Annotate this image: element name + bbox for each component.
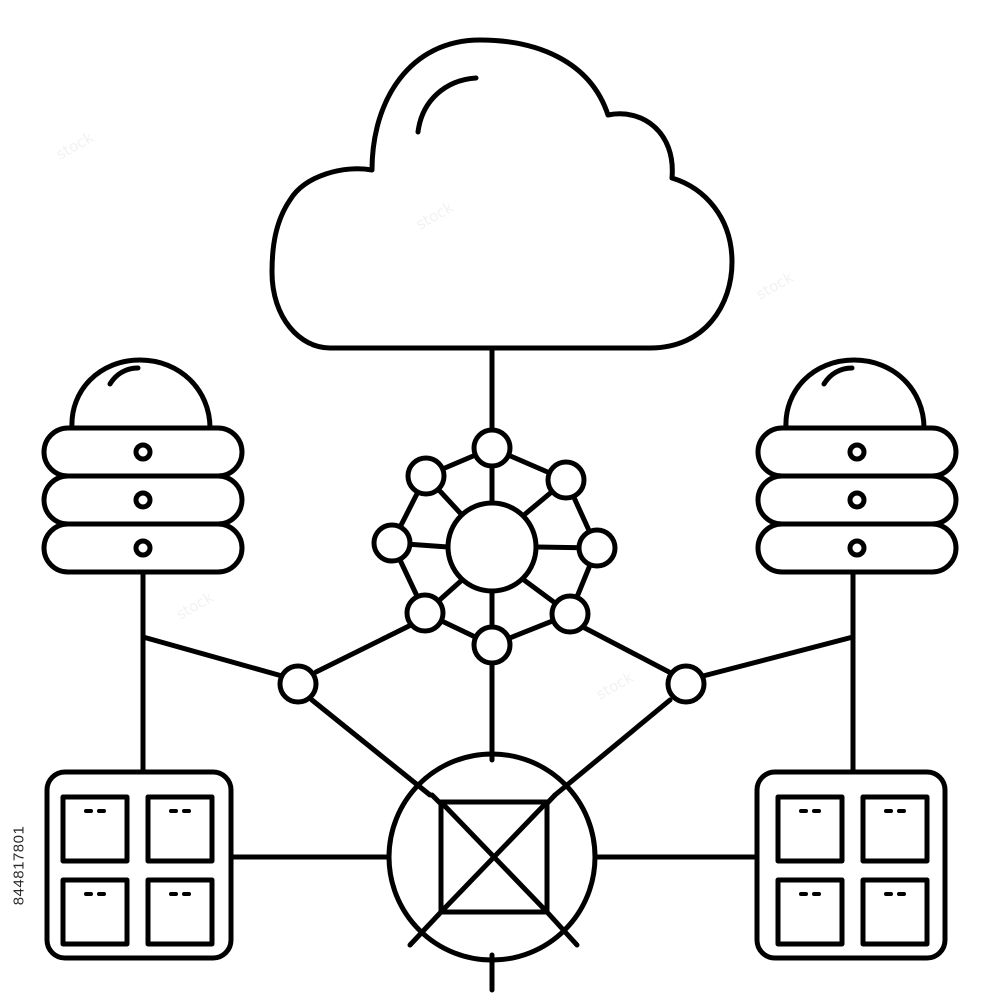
hub-node (549, 593, 591, 635)
image-id-label: 844817801 (4, 760, 34, 970)
hub-node (405, 455, 447, 497)
server-led (847, 442, 867, 462)
watermark-text: stock (53, 128, 97, 164)
cloud-highlight (415, 75, 479, 135)
image-id-text: 844817801 (10, 825, 28, 905)
rack-slot-marks (84, 809, 191, 896)
rack-slot-marks (799, 809, 906, 896)
watermark-text: stock (173, 588, 217, 624)
server-led (133, 490, 153, 510)
server-led (133, 538, 153, 558)
watermark-text: stock (413, 198, 457, 234)
server-led (847, 490, 867, 510)
cloud-icon (269, 37, 735, 351)
switch-icon (386, 751, 598, 963)
connection-node-icon (665, 663, 707, 705)
server-led (133, 442, 153, 462)
connection-node-icon (277, 663, 319, 705)
hub-core (445, 500, 539, 594)
watermark-text: stock (593, 668, 637, 704)
cloud-server-stack-icon (41, 357, 245, 575)
hub-node (404, 592, 446, 634)
server-rack-icon (44, 769, 234, 961)
hub-node (471, 624, 513, 666)
network-hub-icon (371, 427, 618, 666)
hub-node (371, 522, 413, 564)
cloud-server-stack-icon (755, 357, 959, 575)
watermark-text: stock (753, 268, 797, 304)
hub-node (545, 459, 587, 501)
hub-node (576, 527, 618, 569)
connection-lines (140, 345, 856, 993)
cloud-highlight (107, 365, 141, 387)
hub-node (471, 427, 513, 469)
server-led (847, 538, 867, 558)
cloud-highlight (821, 365, 855, 387)
server-rack-icon (754, 769, 948, 961)
